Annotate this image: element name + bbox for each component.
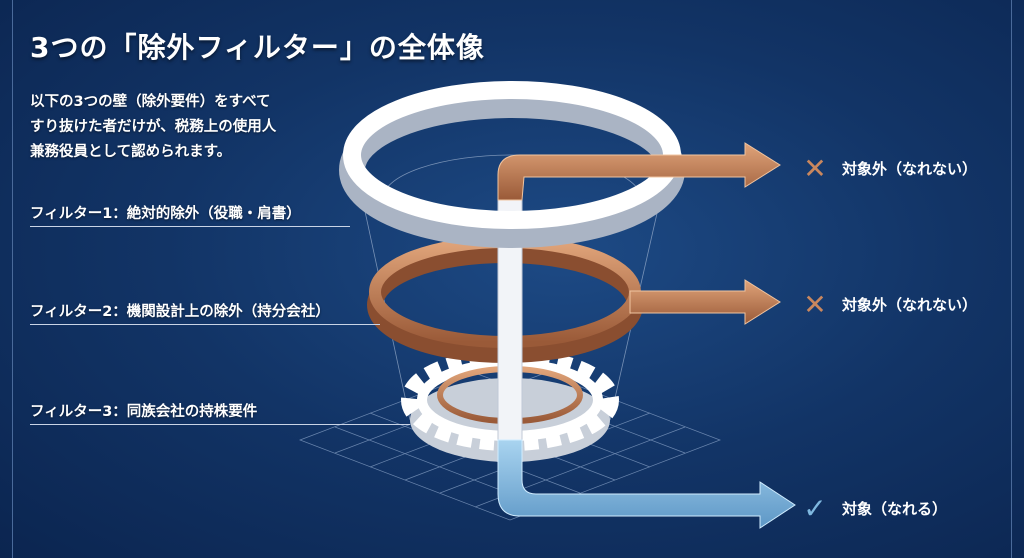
filter-label-1: フィルター1：絶対的除外（役職・肩書） <box>30 206 301 222</box>
arrow-out-1 <box>497 142 781 201</box>
intro-line: 兼務役員として認められます。 <box>30 144 232 160</box>
frame-line-left <box>12 0 13 558</box>
outcome-text: 対象外（なれない） <box>842 296 978 314</box>
cross-icon: ✕ <box>803 288 827 321</box>
filter-underline-3 <box>30 424 410 425</box>
check-icon: ✓ <box>803 492 827 525</box>
outcome-text: 対象（なれる） <box>842 500 948 518</box>
outcome-2: ✕ 対象外（なれない） <box>800 288 977 321</box>
filter-underline-1 <box>30 226 350 227</box>
intro-line: すり抜けた者だけが、税務上の使用人 <box>30 119 277 135</box>
arrow-out-2 <box>629 279 781 325</box>
intro-line: 以下の3つの壁（除外要件）をすべて <box>30 94 271 110</box>
page-title: 3つの「除外フィルター」の全体像 <box>30 31 485 64</box>
filter-underline-2 <box>30 324 380 325</box>
intro-text: 以下の3つの壁（除外要件）をすべて すり抜けた者だけが、税務上の使用人 兼務役員… <box>30 90 276 165</box>
outcome-text: 対象外（なれない） <box>842 160 978 178</box>
cross-icon: ✕ <box>803 152 827 185</box>
filter-label-3: フィルター3：同族会社の持株要件 <box>30 404 258 420</box>
outcome-1: ✕ 対象外（なれない） <box>800 152 977 185</box>
frame-line-right <box>1011 0 1012 558</box>
filter-label-2: フィルター2：機関設計上の除外（持分会社） <box>30 304 330 320</box>
arrow-pass <box>497 439 796 529</box>
outcome-3: ✓ 対象（なれる） <box>800 492 947 525</box>
